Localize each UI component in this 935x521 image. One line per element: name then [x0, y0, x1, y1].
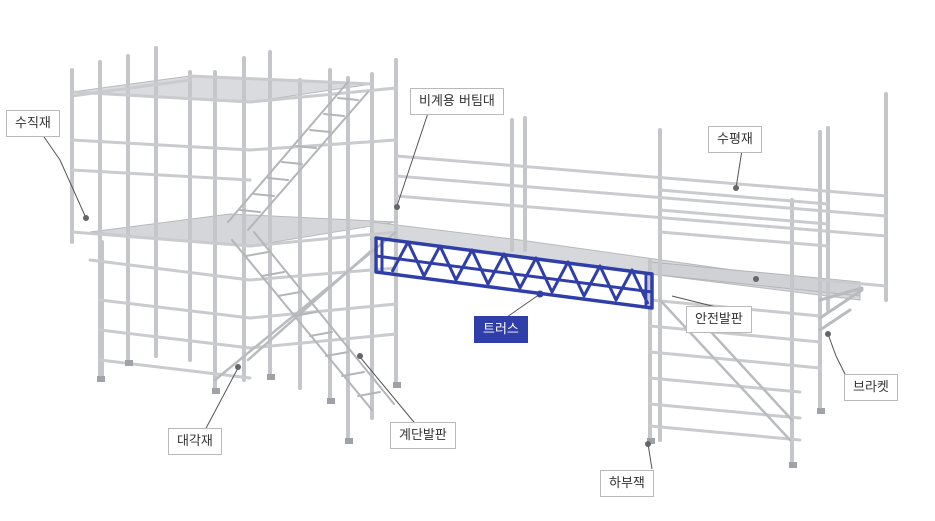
label-stair-plank: 계단발판	[390, 422, 456, 449]
diagonal-dot	[235, 364, 241, 370]
stair-flights	[227, 81, 395, 411]
label-bracket: 브라켓	[844, 374, 898, 401]
vertical-dot	[83, 215, 89, 221]
bracket-part	[818, 286, 864, 332]
bracket-dot	[825, 331, 831, 337]
label-stair-support: 비계용 버팀대	[410, 88, 504, 115]
scaffold-structure	[70, 46, 888, 468]
leader-lines	[41, 112, 849, 470]
truss-dot	[536, 290, 544, 298]
leader-dots	[83, 185, 831, 447]
base-jacks	[97, 360, 825, 468]
label-diagonal: 대각재	[168, 428, 222, 455]
label-vertical: 수직재	[6, 110, 60, 137]
stair-support-dot	[394, 204, 400, 210]
label-safety-plank: 안전발판	[686, 306, 752, 333]
label-truss: 트러스	[474, 316, 528, 343]
label-base-jack: 하부잭	[600, 470, 654, 497]
horizontal-rails	[70, 74, 888, 442]
label-horizontal: 수평재	[708, 126, 762, 153]
stair-plank-dot	[357, 353, 363, 359]
safety-plank-dot	[753, 276, 759, 282]
base-jack-dot	[645, 441, 651, 447]
truss-part	[374, 236, 654, 310]
horizontal-dot	[733, 185, 739, 191]
diagonal-braces	[213, 230, 794, 442]
